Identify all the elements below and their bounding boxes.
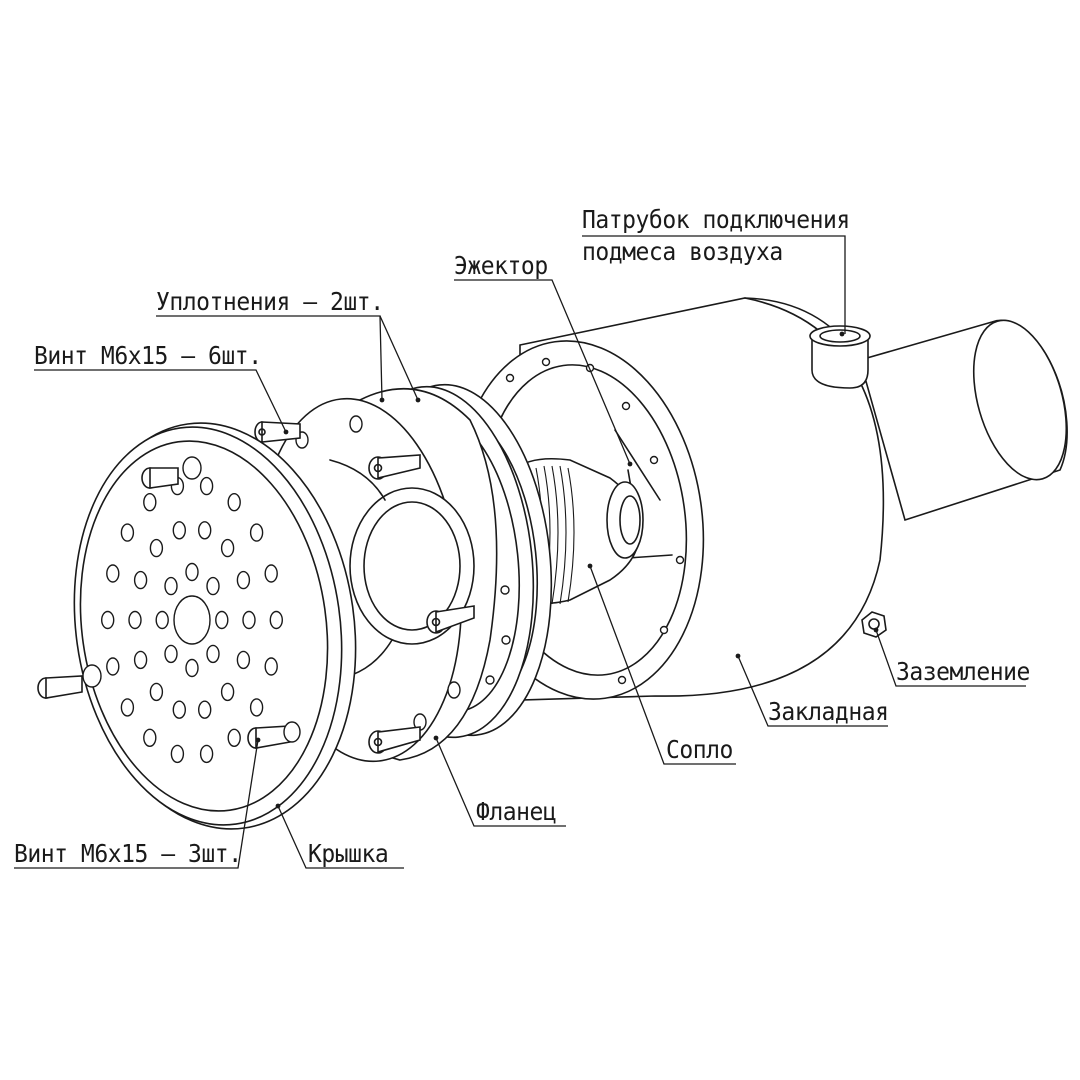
perforation-hole [149,682,164,702]
perforation-hole [120,698,135,717]
perforation-hole [106,564,120,583]
screw [368,454,421,480]
label-nozzle: Сопло [666,735,733,764]
perforation-hole [199,744,214,764]
perforation-hole [249,523,264,542]
perforation-hole [185,562,199,582]
perforation-hole [199,476,214,496]
screw [254,421,301,443]
screw [368,726,421,754]
perforation-hole [206,644,220,664]
perforation-hole [143,728,157,747]
label-gaskets: Уплотнения – 2шт. [156,287,384,316]
perforation-hole [149,538,164,558]
perforation-hole [227,493,241,512]
grounding-nut [861,611,887,638]
cover [37,422,357,830]
perforation-hole [120,523,135,542]
perforation-hole [236,570,251,590]
perforation-hole [220,682,235,702]
perforation-hole [215,610,229,630]
label-flange: Фланец [476,797,557,826]
perforation-hole [133,650,148,670]
perforation-hole [264,564,278,583]
label-grounding: Заземление [896,657,1030,686]
perforation-hole [206,576,220,596]
perforation-hole [172,521,187,540]
screw [37,664,102,699]
perforation-hole [264,657,278,676]
perforation-hole [155,610,169,630]
screw [247,721,301,749]
label-embedded-housing: Закладная [768,697,889,726]
perforation-hole [236,650,251,670]
perforation-hole [227,728,241,747]
label-flange-screws: Винт М6х15 – 6шт. [34,341,262,370]
perforation-hole [185,658,199,678]
perforation-hole [172,700,187,719]
label-ejector: Эжектор [454,251,548,280]
perforation-hole [170,744,185,764]
label-cover: Крышка [308,839,389,868]
perforation-hole [242,610,256,630]
perforation-hole [143,493,157,512]
leader-lines [14,235,1026,869]
perforation-hole [197,700,212,719]
perforation-hole [106,657,120,676]
perforation-hole [164,576,178,596]
label-air-connection-pipe-line1: Патрубок подключения [582,205,850,234]
cover-perforation [100,476,283,764]
screw [141,456,202,489]
perforation-hole [269,610,283,630]
cover-screws [37,456,301,749]
screw [426,605,475,634]
perforation-hole [249,698,264,717]
label-air-connection-pipe-line2: подмеса воздуха [582,237,783,266]
flange-screws [254,421,475,754]
flange-holes [295,415,461,731]
perforation-hole [197,521,212,540]
perforation-hole [100,610,115,630]
perforation-hole [220,538,235,558]
air-connection-fitting [809,325,871,389]
perforation-hole [164,644,178,664]
perforation-hole [128,610,142,630]
perforation-hole [133,570,148,590]
label-cover-screws: Винт М6х15 – 3шт. [14,839,242,868]
